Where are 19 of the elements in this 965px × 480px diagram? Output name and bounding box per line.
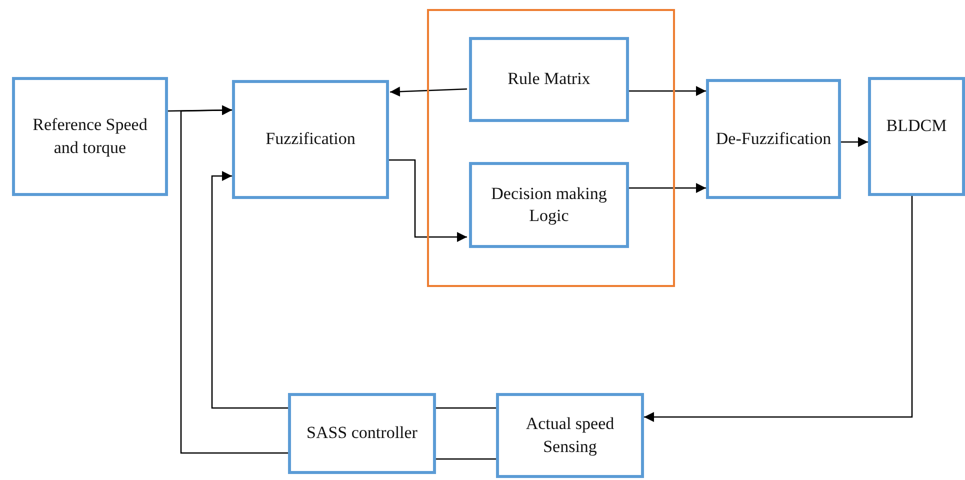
connector-line	[436, 407, 496, 409]
arrow	[180, 105, 288, 454]
process-box: Decision making Logic	[469, 162, 629, 248]
process-box: Actual speed Sensing	[496, 393, 644, 478]
arrow	[211, 171, 288, 409]
process-box: Fuzzification	[232, 80, 389, 199]
process-box: SASS controller	[288, 393, 436, 474]
process-box: Reference Speed and torque	[12, 77, 168, 196]
arrow	[389, 159, 467, 242]
arrow	[644, 196, 913, 422]
connector-line	[436, 458, 496, 460]
process-box: De-Fuzzification	[706, 79, 841, 199]
arrow	[390, 86, 468, 97]
process-box: Rule Matrix	[469, 37, 629, 122]
group-box	[427, 9, 675, 287]
arrow	[627, 86, 706, 96]
arrow	[841, 137, 868, 147]
process-box: BLDCM	[868, 77, 965, 196]
arrow	[627, 183, 706, 193]
